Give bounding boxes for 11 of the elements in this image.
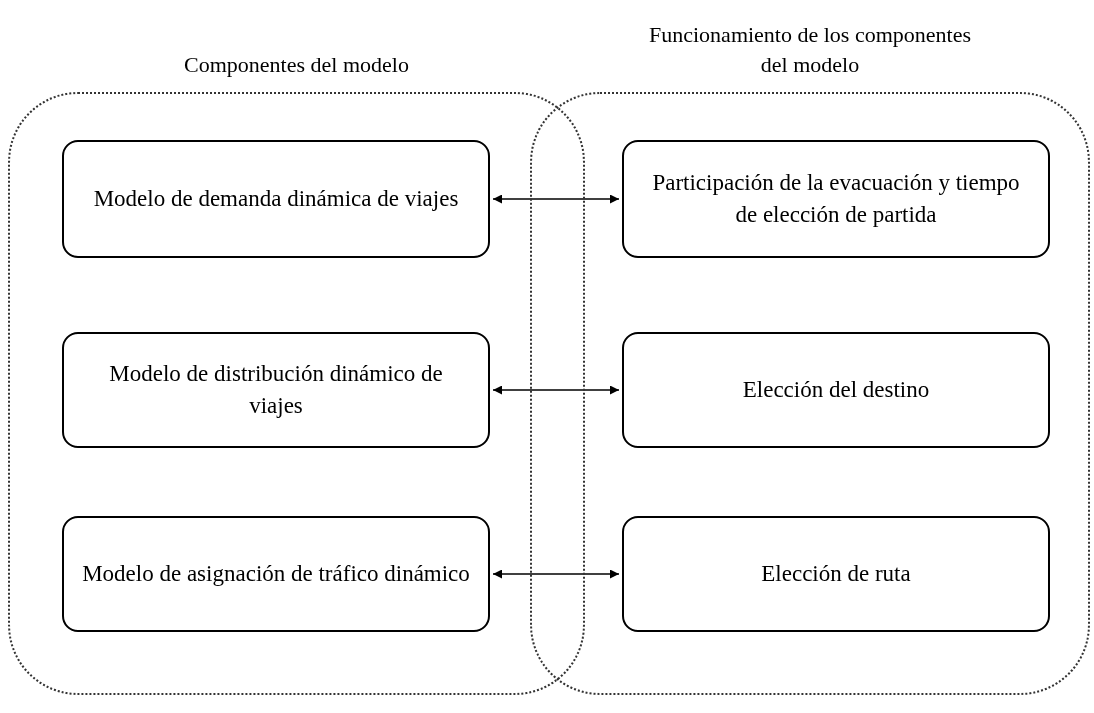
process-box: Modelo de demanda dinámica de viajes: [62, 140, 490, 258]
double-arrow: [492, 385, 620, 395]
process-box: Modelo de distribución dinámico de viajes: [62, 332, 490, 448]
process-box: Elección del destino: [622, 332, 1050, 448]
double-arrow: [492, 194, 620, 204]
double-arrow: [492, 569, 620, 579]
region-heading: Funcionamiento de los componentes del modelo: [648, 21, 972, 79]
process-box: Modelo de asignación de tráfico dinámico: [62, 516, 490, 632]
region-heading: Componentes del modelo: [184, 51, 409, 79]
process-box: Participación de la evacuación y tiempo de elección de partida: [622, 140, 1050, 258]
process-box: Elección de ruta: [622, 516, 1050, 632]
